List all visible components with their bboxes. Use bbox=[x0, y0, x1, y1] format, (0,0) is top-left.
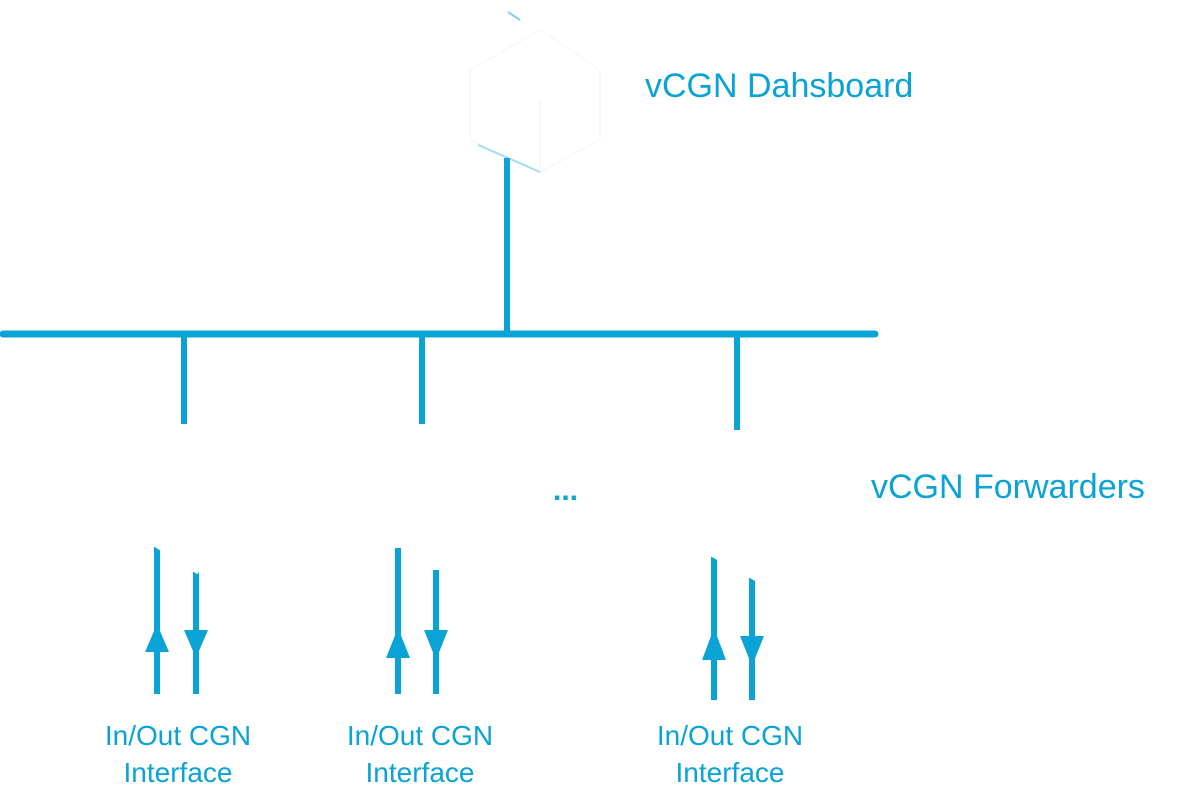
dashboard-label: vCGN Dahsboard bbox=[645, 67, 913, 105]
interface-label-3-line1: In/Out CGN bbox=[657, 720, 803, 751]
out-arrow-icon bbox=[740, 636, 764, 666]
interface-label-1-line2: Interface bbox=[124, 757, 233, 785]
in-arrow-icon bbox=[386, 628, 410, 658]
interface-label-2-line2: Interface bbox=[366, 757, 475, 785]
in-arrow-icon bbox=[702, 628, 726, 660]
interface-arrows-2 bbox=[386, 548, 448, 694]
interface-arrows-3 bbox=[702, 543, 764, 700]
interface-label-3-line2: Interface bbox=[676, 757, 785, 785]
interface-arrows-1 bbox=[145, 533, 208, 694]
interface-label-1-line1: In/Out CGN bbox=[105, 720, 251, 751]
out-arrow-icon bbox=[424, 630, 448, 660]
dashboard-server-icon bbox=[469, 11, 601, 173]
interface-label-2-line1: In/Out CGN bbox=[347, 720, 493, 751]
out-arrow-icon bbox=[184, 630, 208, 658]
in-arrow-icon bbox=[145, 624, 169, 652]
forwarders-ellipsis: ... bbox=[553, 474, 578, 507]
forwarders-label: vCGN Forwarders bbox=[871, 468, 1145, 506]
